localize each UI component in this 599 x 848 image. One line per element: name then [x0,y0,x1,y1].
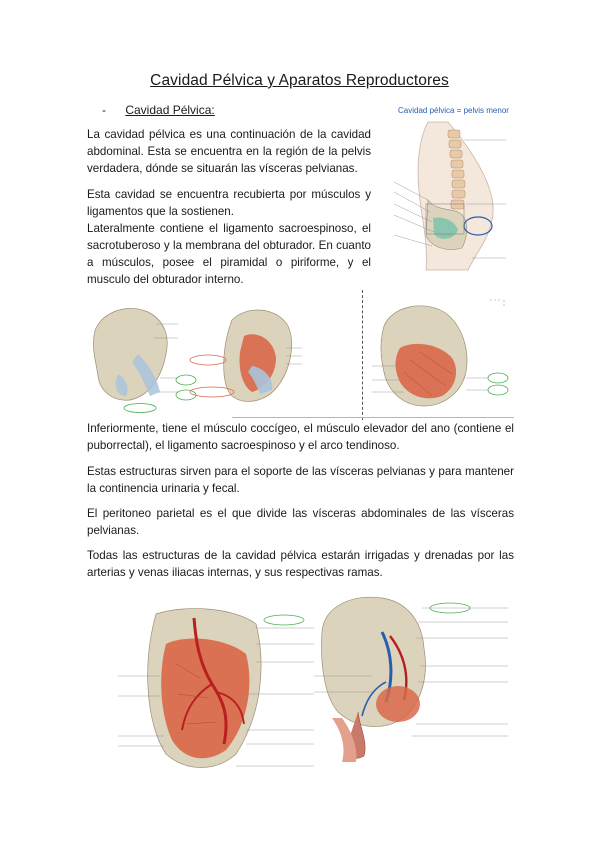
paragraph-function: Estas estructuras sirven para el soporte… [87,465,514,495]
page-title: Cavidad Pélvica y Aparatos Reproductores [150,72,449,89]
paragraph-irrigation: Todas las estructuras de la cavidad pélv… [87,549,514,579]
figure-pelvic-veins [312,592,510,767]
figure-separator [362,290,363,420]
bullet-dash: - [102,103,106,117]
figure-pelvic-arteries [116,604,316,776]
paragraph-inferior: Inferiormente, tiene el músculo coccígeo… [87,422,514,452]
figure-pelvic-cavity: Cavidad pélvica = pelvis menor [388,100,513,272]
paragraph-lateral: Lateralmente contiene el ligamento sacro… [87,222,371,286]
figure-title: Cavidad pélvica = pelvis menor [398,106,509,115]
figure-pelvic-floor [370,296,510,416]
divider-line [232,417,514,418]
figure-pelvic-walls [86,296,374,416]
paragraph-muscles: Esta cavidad se encuentra recubierta por… [87,188,371,218]
section-label: Cavidad Pélvica: [125,103,215,117]
paragraph-peritoneum: El peritoneo parietal es el que divide l… [87,507,514,537]
section-heading: - Cavidad Pélvica: [102,103,215,117]
paragraph-intro: La cavidad pélvica es una continuación d… [87,128,371,175]
